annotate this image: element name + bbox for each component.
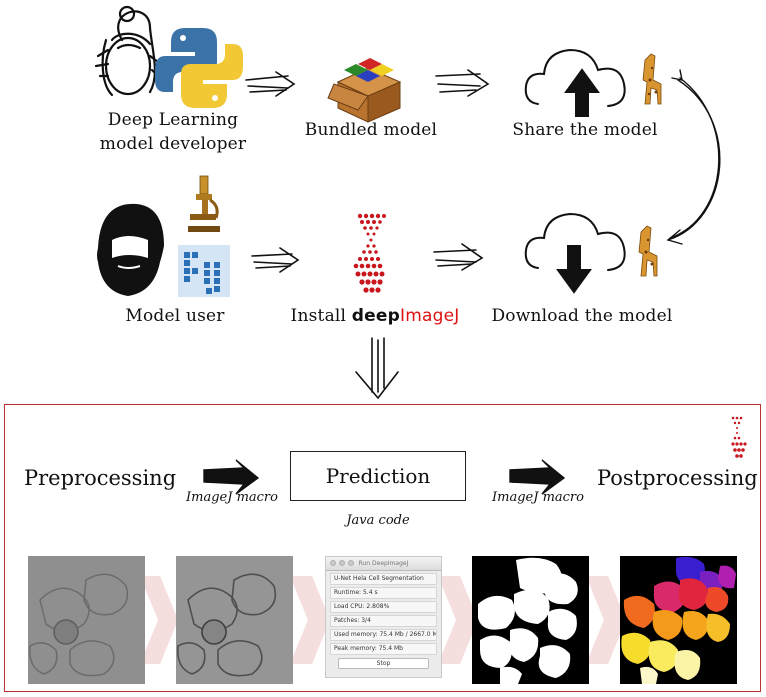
runtime-row: Runtime: 5.4 s: [330, 587, 437, 599]
preprocessing-label: Preprocessing: [24, 466, 177, 490]
window-title: Run DeepImageJ: [358, 560, 409, 567]
developer-label: Deep Learning model developer: [88, 108, 258, 156]
deepimagej-logo-icon: [353, 213, 386, 293]
raw-image-thumbnail: [28, 556, 145, 684]
used-memory-row: Used memory: 75.4 Mb / 2667.0 Mb: [330, 629, 437, 641]
prediction-box: Prediction: [290, 451, 466, 501]
strip-flow-chevrons: [140, 576, 626, 664]
python-logo-icon: [155, 28, 243, 108]
run-deepimagej-window: Run DeepImageJ U-Net Hela Cell Segmentat…: [325, 556, 442, 678]
developer-label-line2: model developer: [99, 134, 247, 154]
developer-woman-icon: [94, 5, 160, 97]
model-name-row: U-Net Hela Cell Segmentation: [330, 573, 437, 585]
imagej-macro-left-label: ImageJ macro: [186, 490, 278, 505]
close-dot-icon[interactable]: [330, 560, 336, 566]
labeled-output-thumbnail: [620, 556, 737, 684]
flow-arrow-4: [433, 243, 484, 271]
giraffe-icon: [642, 53, 662, 105]
load-cpu-row: Load CPU: 2.808%: [330, 601, 437, 613]
developer-label-line1: Deep Learning: [107, 110, 239, 130]
bundled-model-label: Bundled model: [304, 120, 438, 140]
install-prefix: Install: [290, 306, 352, 326]
share-model-label: Share the model: [512, 120, 658, 140]
window-controls: [330, 560, 354, 566]
imagej-macro-right-label: ImageJ macro: [492, 490, 584, 505]
model-user-label: Model user: [125, 306, 225, 326]
flow-arrow-2: [435, 69, 490, 97]
pipeline-graphics: [28, 416, 747, 684]
bundled-model-box-icon: [327, 58, 402, 123]
model-user-icon: [97, 203, 164, 296]
deepimagej-small-logo-icon: [731, 416, 747, 458]
minimize-dot-icon[interactable]: [339, 560, 345, 566]
macro-arrow-right: [509, 459, 566, 495]
flow-arrow-1: [245, 71, 296, 97]
microscope-icon: [188, 175, 220, 232]
peak-memory-row: Peak memory: 75.4 Mb: [330, 643, 437, 655]
brand-deep: deep: [351, 306, 400, 326]
curved-arrow-down: [666, 69, 721, 245]
download-model-label: Download the model: [491, 306, 673, 326]
cloud-download-icon: [524, 212, 626, 294]
binary-mask-thumbnail: [472, 556, 589, 684]
install-deepimagej-label: Install deepImageJ: [280, 306, 470, 326]
down-arrow-to-pipeline: [355, 337, 399, 400]
prediction-label: Prediction: [325, 464, 431, 488]
giraffe-icon-2: [638, 225, 658, 277]
window-titlebar: Run DeepImageJ: [326, 557, 441, 571]
flow-arrow-3: [251, 247, 300, 273]
macro-arrow-left: [203, 459, 260, 495]
stop-button[interactable]: Stop: [338, 658, 429, 669]
cloud-upload-icon: [524, 48, 626, 117]
zoom-dot-icon[interactable]: [348, 560, 354, 566]
pipeline-panel: [4, 404, 761, 692]
fiji-logo-icon: [178, 245, 230, 297]
postprocessing-label: Postprocessing: [597, 466, 758, 490]
patches-row: Patches: 3/4: [330, 615, 437, 627]
java-code-label: Java code: [346, 513, 410, 528]
preprocessed-image-thumbnail: [176, 556, 293, 684]
brand-imagej: ImageJ: [399, 306, 460, 326]
top-flow-graphics: [94, 5, 721, 400]
